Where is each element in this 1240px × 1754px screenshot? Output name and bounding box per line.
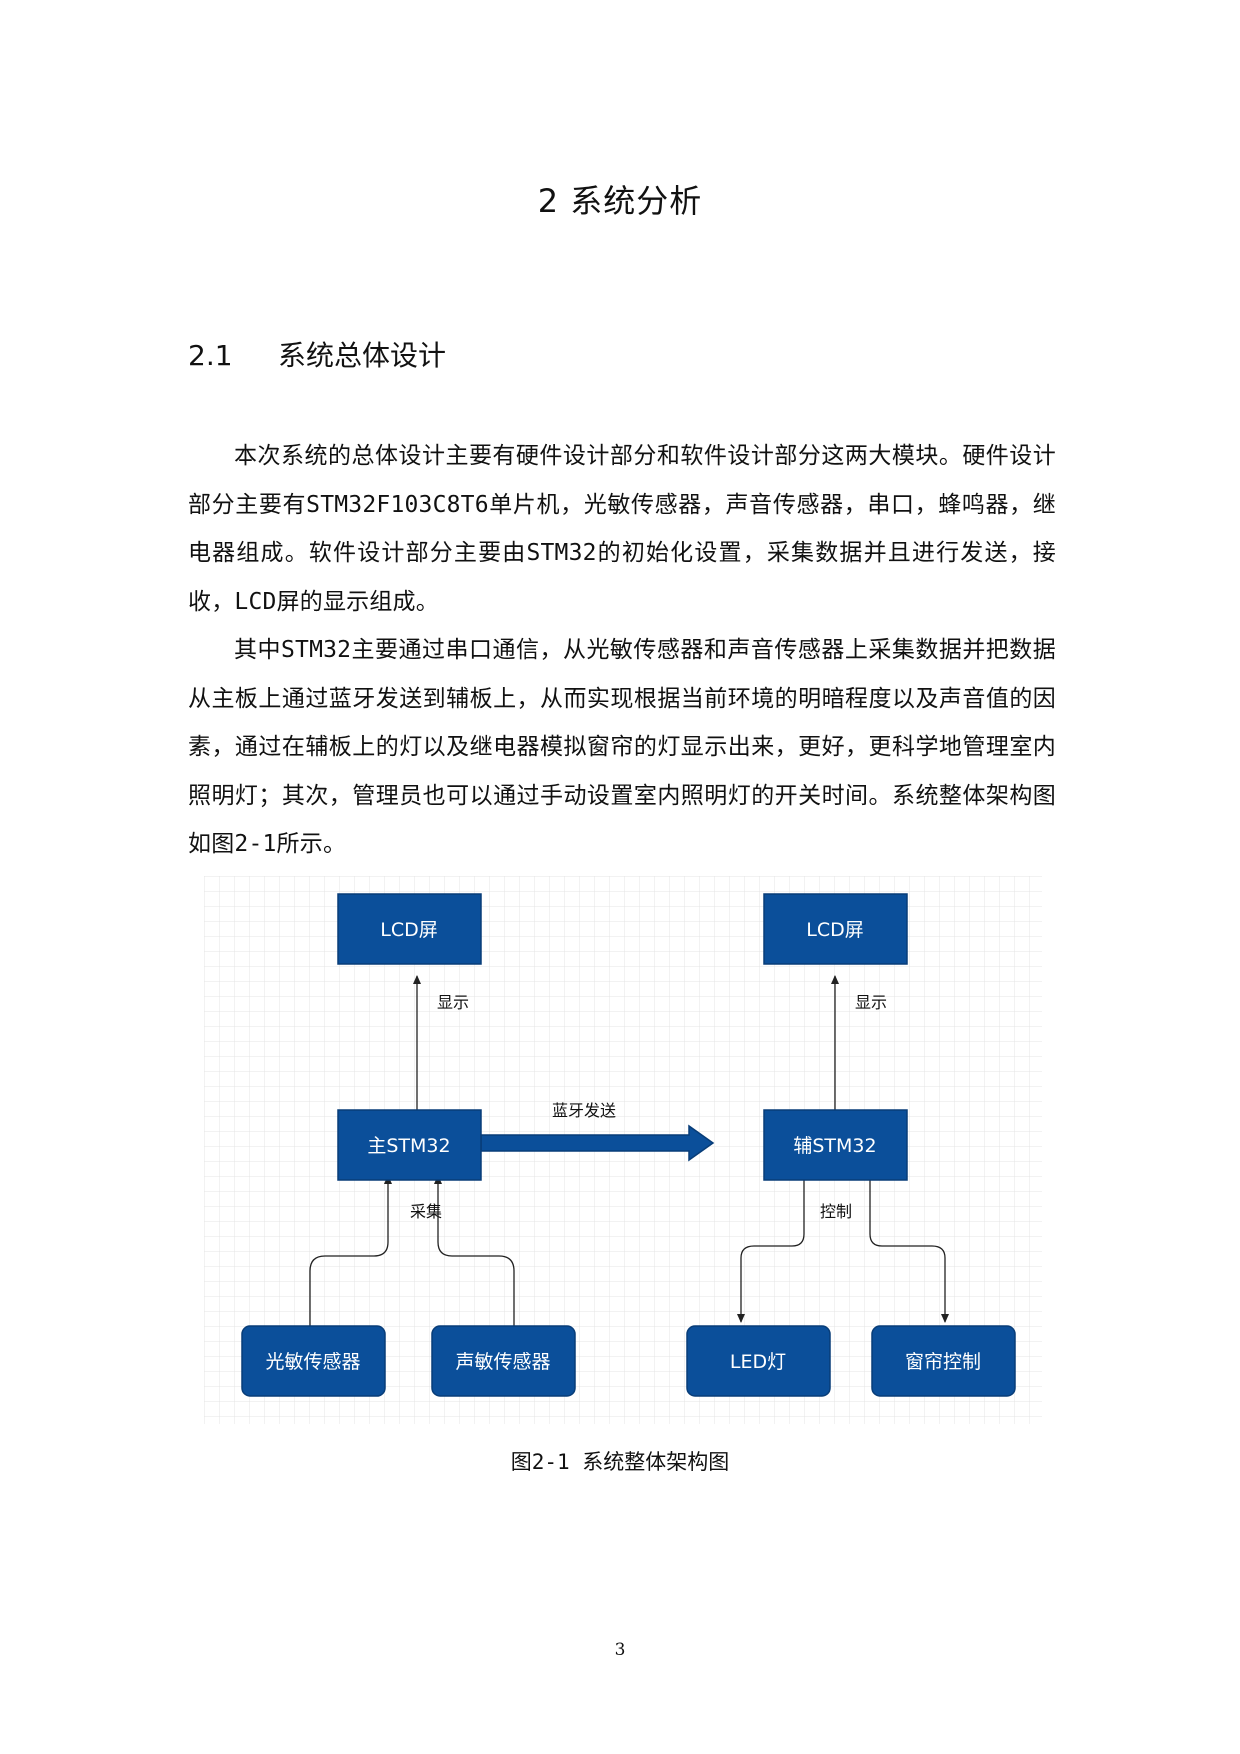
- edge-light-sensor-to-main: [309, 1175, 392, 1326]
- edge-bluetooth-arrow: [480, 1124, 715, 1162]
- label-collect: 采集: [410, 1202, 442, 1221]
- label-control: 控制: [820, 1202, 852, 1221]
- section-number: 2.1: [188, 339, 233, 372]
- node-light-sensor-label: 光敏传感器: [265, 1351, 360, 1373]
- section-title: 系统总体设计: [278, 339, 447, 372]
- node-light-sensor: 光敏传感器: [241, 1325, 386, 1397]
- node-curtain-label: 窗帘控制: [905, 1351, 981, 1373]
- paragraph-1: 本次系统的总体设计主要有硬件设计部分和软件设计部分这两大模块。硬件设计部分主要有…: [188, 443, 1056, 615]
- paragraph-2: 其中STM32主要通过串口通信，从光敏传感器和声音传感器上采集数据并把数据从主板…: [188, 637, 1056, 857]
- page-number: 3: [614, 1640, 626, 1660]
- figure-caption: 图2-1 系统整体架构图: [510, 1450, 730, 1474]
- node-curtain: 窗帘控制: [871, 1325, 1016, 1397]
- node-main-stm32-label: 主STM32: [367, 1135, 450, 1157]
- node-sound-sensor-label: 声敏传感器: [455, 1351, 550, 1373]
- section-heading: 2.1 系统总体设计: [188, 334, 446, 374]
- node-lcd-right-label: LCD屏: [806, 919, 863, 941]
- node-lcd-right: LCD屏: [763, 893, 908, 965]
- node-lcd-left-label: LCD屏: [380, 919, 437, 941]
- label-display-left: 显示: [437, 993, 469, 1012]
- edge-sound-sensor-to-main: [434, 1175, 515, 1326]
- edge-aux-to-led: [737, 1174, 805, 1323]
- label-bluetooth: 蓝牙发送: [552, 1101, 616, 1120]
- node-aux-stm32-label: 辅STM32: [793, 1135, 876, 1157]
- node-led-label: LED灯: [730, 1351, 786, 1373]
- chapter-title: 2 系统分析: [537, 182, 703, 220]
- node-main-stm32: 主STM32: [337, 1109, 482, 1181]
- node-lcd-left: LCD屏: [337, 893, 482, 965]
- node-sound-sensor: 声敏传感器: [431, 1325, 576, 1397]
- architecture-diagram: 显示 显示 蓝牙发送 采集 控制 LCD屏 LCD屏 主STM32 辅STM32: [204, 876, 1042, 1424]
- label-display-right: 显示: [855, 993, 887, 1012]
- edge-aux-to-curtain: [869, 1174, 949, 1323]
- node-led: LED灯: [686, 1325, 831, 1397]
- diagram-canvas: 显示 显示 蓝牙发送 采集 控制 LCD屏 LCD屏 主STM32 辅STM32: [204, 876, 1042, 1424]
- node-aux-stm32: 辅STM32: [763, 1109, 908, 1181]
